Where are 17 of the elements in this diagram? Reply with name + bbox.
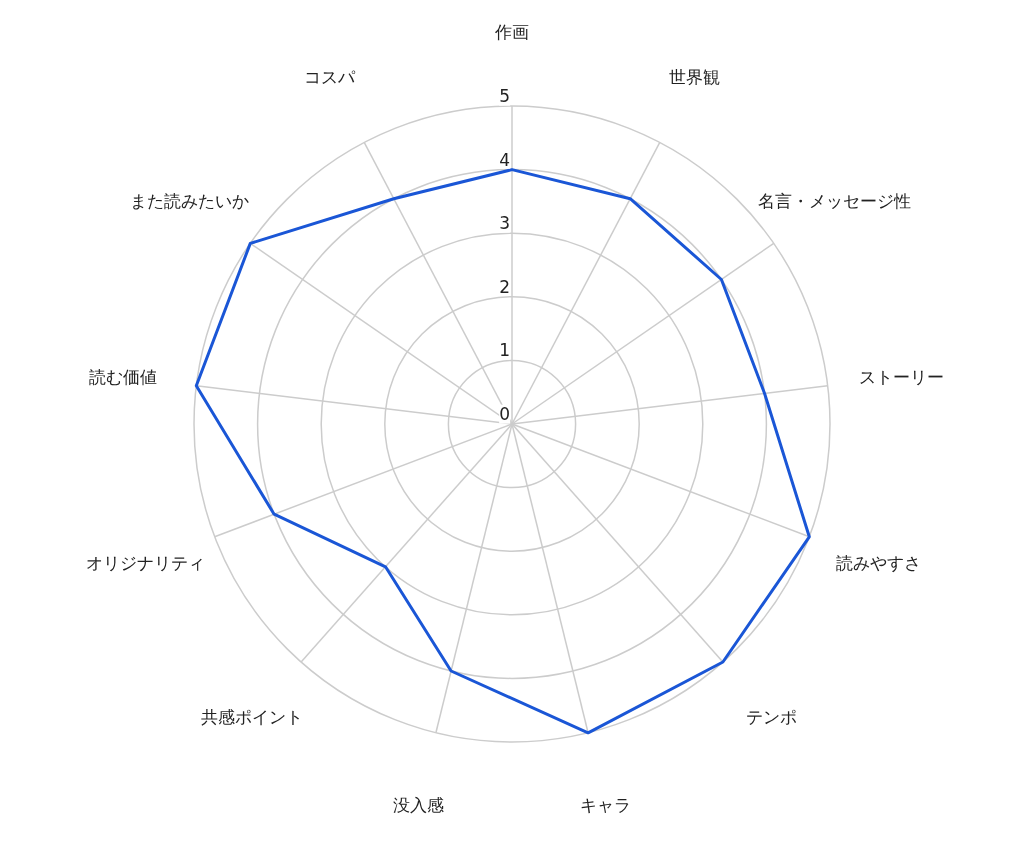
axis-label: また読みたいか: [129, 191, 249, 211]
axis-label: 読みやすさ: [836, 553, 921, 573]
tick-label: 0: [499, 404, 510, 424]
axis-label: 没入感: [392, 795, 444, 814]
axis-label: キャラ: [580, 795, 632, 814]
tick-label: 4: [499, 150, 510, 169]
tick-label: 3: [499, 213, 510, 233]
axis-label: ストーリー: [858, 367, 944, 387]
axis-label: テンポ: [746, 708, 798, 727]
axis-label: コスパ: [304, 67, 356, 87]
axis-label: 共感ポイント: [201, 708, 304, 727]
axis-label: 読む価値: [88, 367, 157, 387]
axis-label: 作画: [495, 22, 529, 42]
tick-label: 1: [499, 341, 510, 360]
axis-label: 世界観: [668, 67, 720, 87]
axis-label: 名言・メッセージ性: [758, 191, 912, 211]
axis-label: オリジナリティ: [85, 553, 205, 573]
